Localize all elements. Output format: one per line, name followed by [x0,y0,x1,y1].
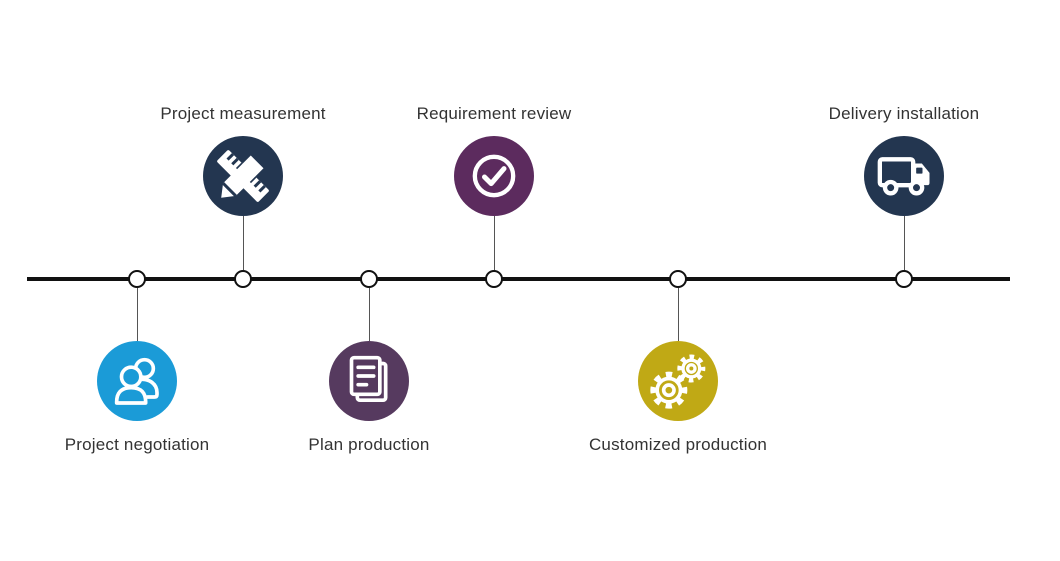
timeline-node-4 [485,270,503,288]
connector-plan-production [369,288,370,341]
step-label-delivery-installation: Delivery installation [828,104,980,123]
connector-project-measurement [243,216,244,270]
step-label-customized-production: Customized production [588,435,768,454]
step-label-plan-production: Plan production [308,435,430,454]
ruler-pencil-icon [203,136,283,216]
timeline-line [27,277,1010,281]
timeline-node-2 [234,270,252,288]
gears-icon [638,341,718,421]
connector-customized-production [678,288,679,341]
timeline-node-5 [669,270,687,288]
connector-delivery-installation [904,216,905,270]
timeline-node-3 [360,270,378,288]
people-icon [97,341,177,421]
step-label-project-negotiation: Project negotiation [64,435,210,454]
step-label-requirement-review: Requirement review [416,104,572,123]
check-icon [454,136,534,216]
truck-icon [864,136,944,216]
step-label-project-measurement: Project measurement [160,104,326,123]
timeline-node-6 [895,270,913,288]
document-icon [329,341,409,421]
connector-project-negotiation [137,288,138,341]
connector-requirement-review [494,216,495,270]
timeline-node-1 [128,270,146,288]
